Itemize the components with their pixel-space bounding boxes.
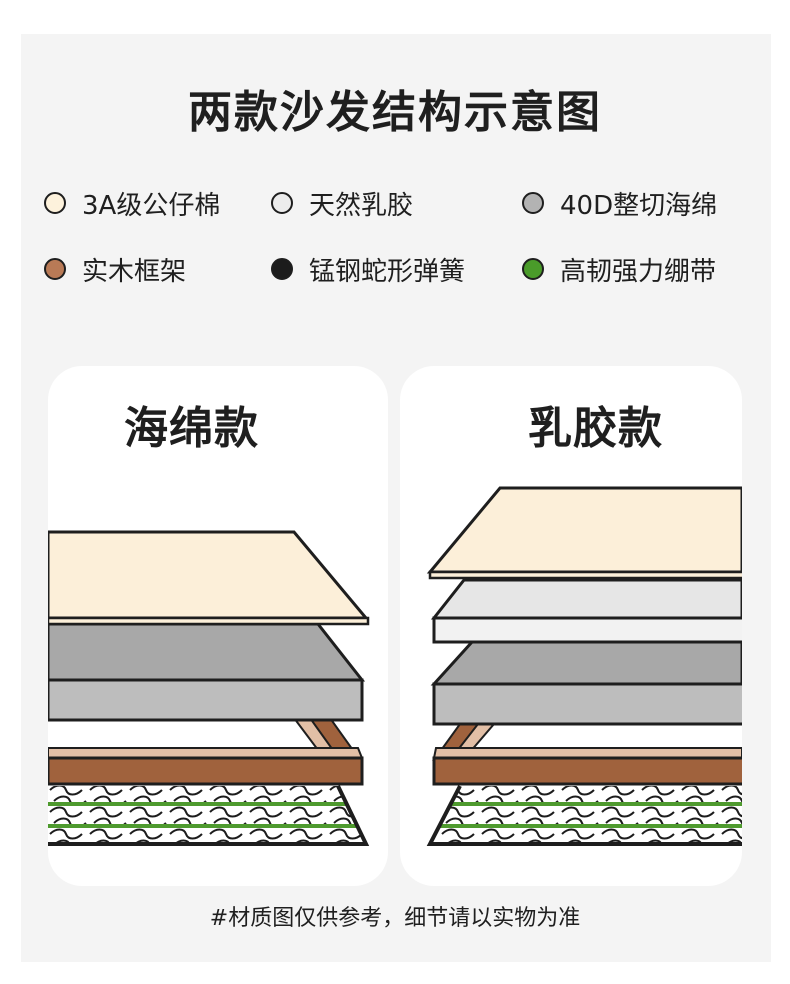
legend-swatch-spring <box>271 258 293 280</box>
legend-swatch-latex <box>271 192 293 214</box>
footnote: #材质图仅供参考，细节请以实物为准 <box>209 906 581 931</box>
legend-item-spring: 锰钢蛇形弹簧 <box>271 254 465 287</box>
legend-item-wood: 实木框架 <box>44 254 186 287</box>
sponge-structure-diagram <box>48 530 370 846</box>
cotton-layer <box>48 530 370 626</box>
legend-label: 40D整切海绵 <box>560 190 718 221</box>
legend-label: 锰钢蛇形弹簧 <box>309 256 466 287</box>
latex-structure-diagram <box>426 486 742 846</box>
legend-label: 3A级公仔棉 <box>82 190 221 221</box>
legend-label: 高韧强力绷带 <box>560 256 717 287</box>
wood-frame-layer <box>432 723 742 786</box>
foam-layer <box>430 640 742 726</box>
card-sponge: 海绵款 <box>48 366 388 886</box>
legend-label: 天然乳胶 <box>309 190 414 221</box>
card-title: 乳胶款 <box>528 403 663 454</box>
legend-swatch-belt <box>522 258 544 280</box>
latex-layer <box>430 578 742 644</box>
legend-item-latex: 天然乳胶 <box>271 188 413 221</box>
legend-swatch-foam <box>522 192 544 214</box>
legend-label: 实木框架 <box>82 256 187 287</box>
spring-mesh-layer <box>426 785 742 846</box>
legend-swatch-wood <box>44 258 66 280</box>
legend-swatch-cotton <box>44 192 66 214</box>
page-title: 两款沙发结构示意图 <box>188 87 602 138</box>
legend-item-belt: 高韧强力绷带 <box>522 254 716 287</box>
legend-item-cotton: 3A级公仔棉 <box>44 188 220 221</box>
card-title: 海绵款 <box>124 403 259 454</box>
cotton-layer <box>426 486 742 580</box>
card-latex: 乳胶款 <box>400 366 742 886</box>
foam-layer <box>48 622 366 722</box>
wood-frame-layer <box>48 717 364 786</box>
legend-item-foam: 40D整切海绵 <box>522 188 717 221</box>
spring-mesh-layer <box>48 785 370 846</box>
